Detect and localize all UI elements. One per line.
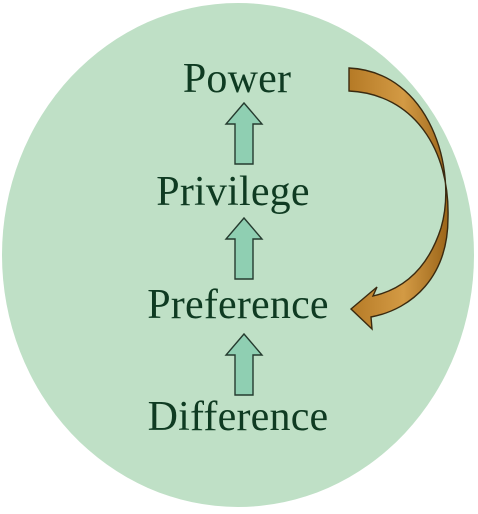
up-arrow-preference-to-privilege xyxy=(224,216,264,280)
up-arrow-difference-to-preference xyxy=(224,332,264,396)
up-arrow-privilege-to-power xyxy=(224,101,264,165)
label-power: Power xyxy=(182,56,292,102)
curved-arrow-power-to-preference xyxy=(348,67,449,331)
label-privilege: Privilege xyxy=(156,169,310,215)
label-preference: Preference xyxy=(147,282,329,328)
label-difference: Difference xyxy=(147,394,329,440)
